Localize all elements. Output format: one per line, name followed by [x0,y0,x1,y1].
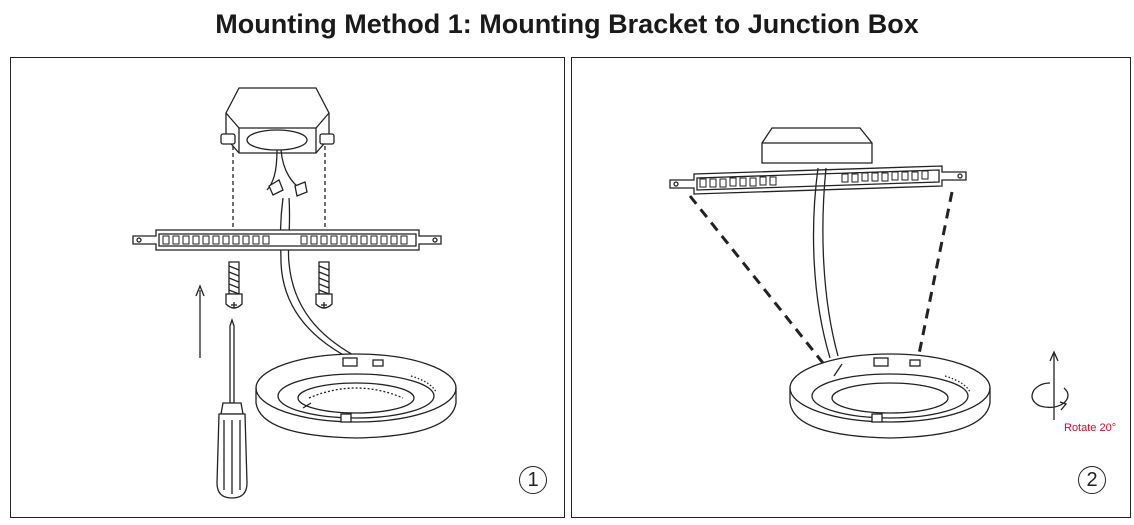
mounting-bracket-icon [132,229,442,251]
step-2-panel: Rotate 20° 2 [571,57,1131,518]
rotate-label: Rotate 20° [1064,422,1117,434]
screw-icon [315,261,333,309]
page-title: Mounting Method 1: Mounting Bracket to J… [215,9,919,39]
rotate-icon [1031,350,1069,420]
step-number-badge: 1 [519,466,547,494]
light-fixture-ring-icon [789,353,991,439]
step-1-panel: 1 [10,57,565,518]
step-number-badge: 2 [1078,466,1106,494]
step-2-illustration [669,127,1069,439]
light-fixture-ring-icon [255,353,457,439]
junction-box-icon [761,127,873,164]
screwdriver-icon [216,317,248,499]
step-1-illustration [132,87,457,499]
arrow-up-icon [195,284,205,358]
screw-icon [225,261,243,309]
mounting-bracket-icon [669,165,967,195]
junction-box-icon [220,87,335,154]
